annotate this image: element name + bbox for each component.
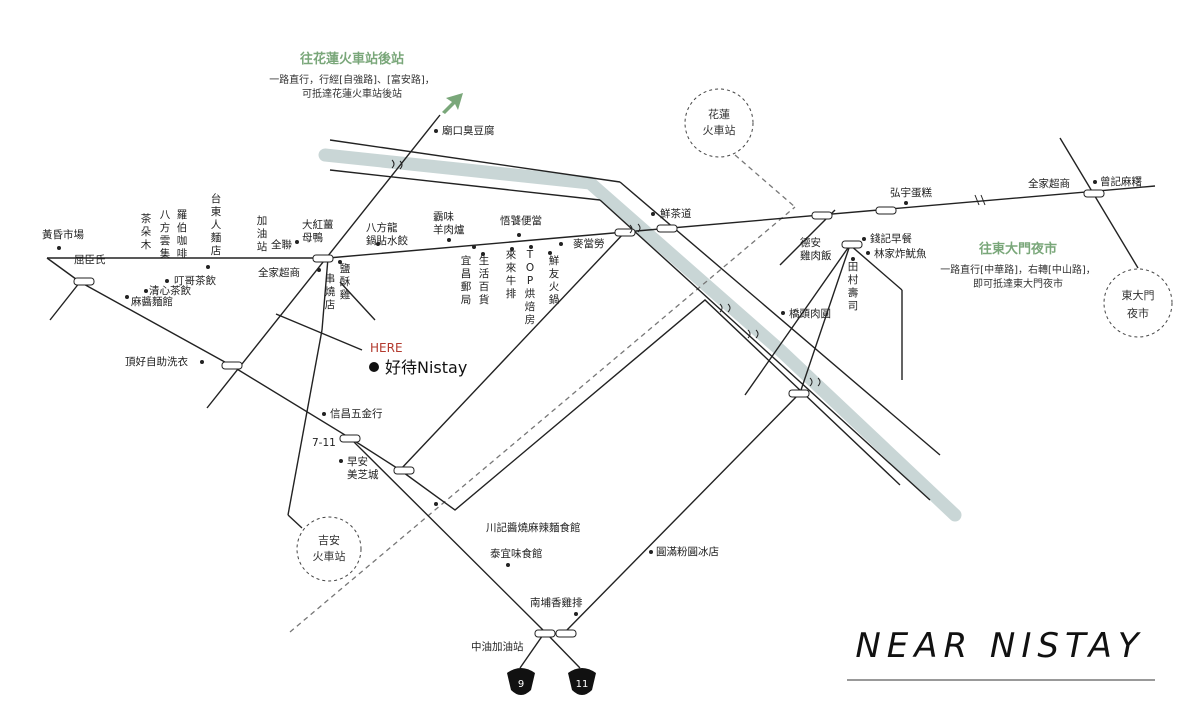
place-label-dean: 德安雞肉飯 [800, 236, 832, 262]
hualien-station-line1: 花蓮 [708, 107, 730, 121]
here-marker [369, 362, 379, 372]
place-label-chuanshao: 串燒店 [325, 273, 336, 311]
place-label-shenghuo: 生活百貨 [479, 254, 490, 306]
north-arrow-icon [442, 93, 463, 114]
svg-text:叮哥茶飲: 叮哥茶飲 [174, 274, 216, 287]
dongdamen-marker[interactable] [1103, 268, 1173, 338]
place-label-jiayou: 加油站 [257, 215, 268, 253]
svg-text:清心茶飲: 清心茶飲 [149, 284, 191, 297]
svg-text:曾記麻糬: 曾記麻糬 [1100, 175, 1142, 188]
north-title: 往花蓮火車站後站 [300, 51, 404, 67]
svg-text:黃昏市場: 黃昏市場 [42, 228, 84, 241]
jian-station-marker[interactable] [296, 516, 362, 582]
place-label-bawei: 霸味羊肉爐 [433, 211, 465, 236]
map-title: NEAR NISTAY [855, 626, 1144, 666]
nistay-label[interactable]: 好待Nistay [385, 358, 467, 377]
svg-text:7-11: 7-11 [312, 437, 336, 449]
place-labels: 廟口臭豆腐 黃昏市場 屈臣氏 叮哥茶飲 清心茶飲 麻醬麵館 全家超商 全聯 悟饕… [42, 124, 1142, 653]
place-dots [57, 129, 1097, 616]
svg-text:錢記早餐: 錢記早餐 [870, 232, 912, 245]
place-label-tiancun: 田村壽司 [848, 261, 859, 312]
svg-text:橋頭肉圓: 橋頭肉圓 [789, 307, 831, 320]
place-label-chaduomu: 茶朵木 [141, 212, 152, 251]
svg-text:泰宜味食館: 泰宜味食館 [490, 547, 543, 560]
svg-text:廟口臭豆腐: 廟口臭豆腐 [442, 124, 495, 137]
svg-text:麻醬麵館: 麻醬麵館 [131, 295, 173, 308]
route-11-shield [568, 668, 596, 695]
here-label: HERE [370, 341, 403, 355]
place-label-yansu: 鹽酥雞 [340, 262, 351, 301]
hualien-station-marker[interactable] [684, 88, 754, 158]
svg-text:鮮茶道: 鮮茶道 [660, 207, 692, 220]
east-note-1: 一路直行[中華路]，右轉[中山路]， [940, 263, 1096, 276]
svg-text:悟饕便當: 悟饕便當 [500, 214, 542, 227]
svg-text:川記醬燒麻辣麵食館: 川記醬燒麻辣麵食館 [486, 521, 581, 534]
route-9-label: 9 [518, 679, 524, 690]
svg-text:圓滿粉圓冰店: 圓滿粉圓冰店 [656, 545, 719, 558]
east-note-2: 即可抵達東大門夜市 [973, 277, 1063, 290]
bridge-marks [391, 159, 986, 387]
east-title: 往東大門夜市 [979, 241, 1057, 257]
dongdamen-line2: 夜市 [1127, 306, 1149, 320]
route-11-label: 11 [576, 679, 589, 690]
hualien-station-line2: 火車站 [703, 123, 736, 137]
svg-text:全家超商: 全家超商 [258, 266, 300, 279]
place-label-dahong: 大紅薑母鴨 [302, 218, 334, 244]
place-label-bafang_yunji: 八方雲集 [160, 209, 171, 260]
place-label-yichang: 宜昌郵局 [461, 254, 472, 306]
railway-line [289, 206, 796, 633]
north-note-1: 一路直行，行經[自強路]、[富安路]， [269, 73, 435, 86]
svg-text:林家炸魷魚: 林家炸魷魚 [874, 247, 927, 260]
svg-text:弘宇蛋糕: 弘宇蛋糕 [890, 186, 932, 199]
svg-text:中油加油站: 中油加油站 [471, 640, 524, 653]
svg-text:麥當勞: 麥當勞 [573, 237, 605, 250]
place-label-zaoan: 早安美芝城 [347, 455, 379, 481]
jian-station-line1: 吉安 [318, 533, 340, 547]
svg-text:屈臣氏: 屈臣氏 [74, 254, 106, 266]
svg-text:南埔香雞排: 南埔香雞排 [530, 596, 583, 609]
route-9-shield [507, 668, 535, 695]
north-note-2: 可抵達花蓮火車站後站 [302, 87, 402, 100]
place-label-xianyou: 鮮友火鍋 [549, 254, 560, 306]
river [318, 148, 962, 522]
jian-station-line2: 火車站 [313, 549, 346, 563]
place-label-laili: 來來牛排 [506, 249, 517, 300]
place-label-bafang_long: 八方龍鍋貼水餃 [366, 221, 408, 247]
svg-text:信昌五金行: 信昌五金行 [330, 407, 383, 420]
traffic-signals [73, 189, 1105, 638]
svg-text:頂好自助洗衣: 頂好自助洗衣 [125, 355, 188, 368]
place-label-taidong: 台東人麵店 [211, 192, 222, 257]
roads [46, 114, 1156, 669]
dongdamen-line1: 東大門 [1122, 288, 1155, 302]
svg-text:全聯: 全聯 [271, 238, 292, 251]
svg-text:全家超商: 全家超商 [1028, 177, 1070, 190]
railway-spur [734, 154, 796, 208]
place-label-luobo: 羅伯咖啡 [177, 209, 188, 260]
